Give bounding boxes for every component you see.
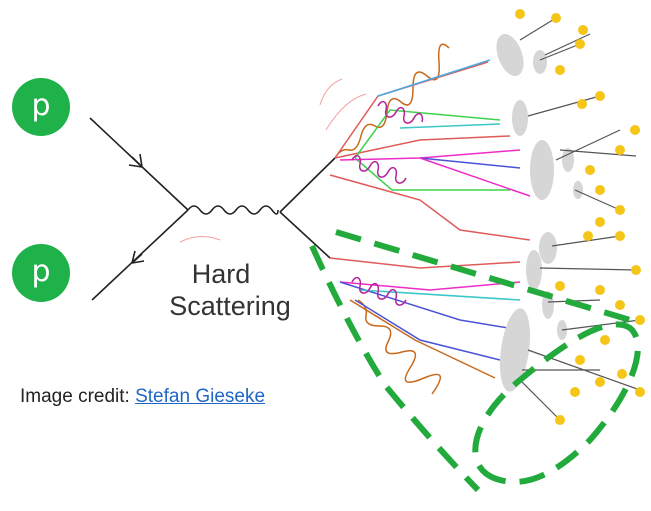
proton-top: p <box>12 78 70 136</box>
final-particle <box>555 65 565 75</box>
gluon-coil-upper1 <box>377 100 424 124</box>
final-particle <box>615 300 625 310</box>
highlight-ellipse <box>472 321 641 485</box>
photon-emission-top <box>334 43 450 159</box>
gluon-coil-upper2 <box>351 154 407 184</box>
outgoing-quark-up <box>279 157 336 213</box>
incoming-quark-lines <box>89 117 189 301</box>
final-particle <box>595 217 605 227</box>
hadron-blob <box>533 50 547 74</box>
hadron-blob <box>496 33 524 77</box>
final-particle <box>617 369 627 379</box>
final-particle <box>631 265 641 275</box>
image-credit-author-link[interactable]: Stefan Gieseke <box>135 386 266 407</box>
hard-scattering-label-line1: Hard <box>191 259 251 289</box>
soft-radiation-wisps <box>179 78 367 243</box>
highlight-dashed-line-top <box>335 229 631 323</box>
final-particle <box>577 99 587 109</box>
final-state-particles <box>515 9 645 425</box>
final-particle <box>585 165 595 175</box>
hard-scattering-label-line2: Scattering <box>169 291 291 321</box>
final-particle <box>575 355 585 365</box>
final-particle <box>635 387 645 397</box>
hadron-blob <box>530 140 554 200</box>
incoming-arrow-top <box>128 153 143 168</box>
hadron-blobs <box>496 33 583 392</box>
hadron-blob <box>526 250 542 290</box>
final-particle <box>595 377 605 387</box>
final-particle <box>595 285 605 295</box>
hadron-blob <box>562 148 574 172</box>
outgoing-quark-down <box>279 211 331 259</box>
image-credit-prefix: Image credit: <box>20 386 136 407</box>
highlight-dashed-line-left <box>309 244 481 493</box>
proton-bottom: p <box>12 244 70 302</box>
hadron-blob <box>499 308 531 392</box>
lower-jet <box>329 257 521 395</box>
final-particle <box>595 185 605 195</box>
final-particle <box>615 231 625 241</box>
final-particle <box>570 387 580 397</box>
photon-emission-bottom <box>357 299 441 395</box>
final-particle <box>583 231 593 241</box>
final-particle <box>575 39 585 49</box>
final-particle <box>551 13 561 23</box>
final-particle <box>578 25 588 35</box>
image-credit: Image credit: Stefan Gieseke <box>20 386 265 408</box>
gluon-coil-lower <box>351 276 407 306</box>
final-particle <box>615 205 625 215</box>
hadron-blob <box>512 100 528 136</box>
incoming-arrow-bottom <box>131 250 145 264</box>
final-particle <box>615 145 625 155</box>
propagator-photon-line <box>187 205 279 215</box>
outgoing-quark-lines <box>279 157 336 259</box>
final-particle <box>515 9 525 19</box>
upper-jet <box>329 43 531 241</box>
final-particle <box>635 315 645 325</box>
hadron-blob <box>539 232 557 264</box>
final-particle <box>600 335 610 345</box>
final-particle <box>595 91 605 101</box>
final-particle <box>555 415 565 425</box>
final-particle <box>555 281 565 291</box>
jet-highlight <box>309 229 641 493</box>
final-particle <box>630 125 640 135</box>
hadron-blob <box>573 181 583 199</box>
